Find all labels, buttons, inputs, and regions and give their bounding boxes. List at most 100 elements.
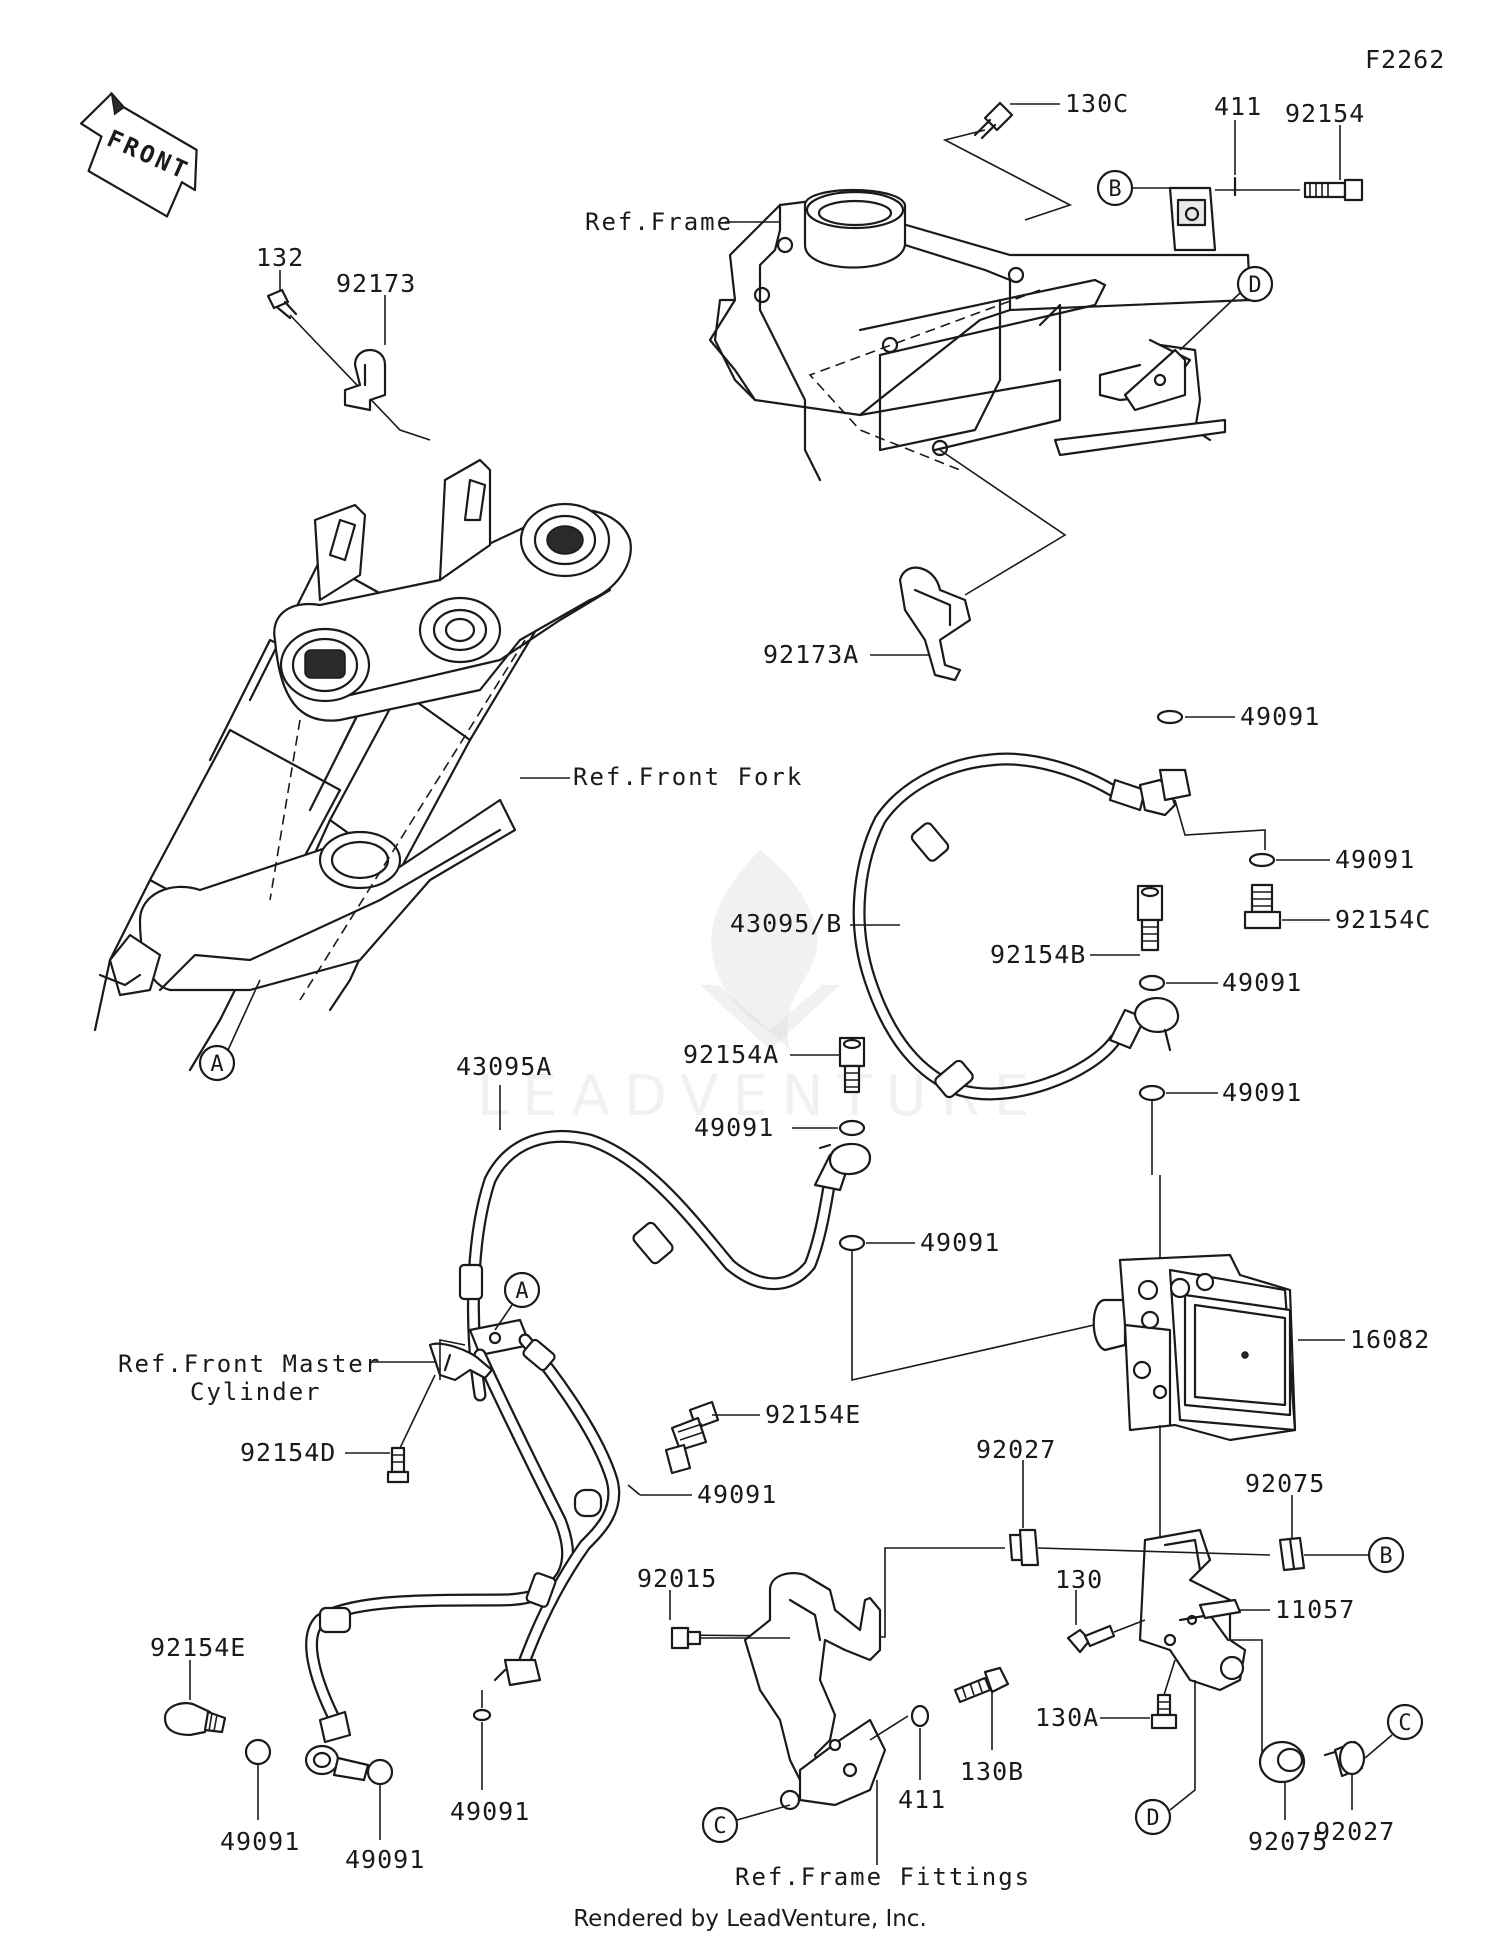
leader-92154D-to-clip — [399, 1374, 436, 1449]
collar-92027-upper — [1008, 1528, 1040, 1567]
leader-92027-bracket — [1037, 1547, 1271, 1556]
washer-49091-1 — [1156, 709, 1184, 725]
leader-bracket-to-92075 — [1230, 1639, 1263, 1755]
bolt-130C — [973, 101, 1014, 140]
callout-c-fittings: C — [713, 1814, 726, 1839]
label-11057: 11057 — [1275, 1595, 1355, 1624]
label-411-bottom: 411 — [898, 1785, 946, 1814]
label-49091-9: 49091 — [220, 1827, 300, 1856]
label-49091-5: 49091 — [694, 1113, 774, 1142]
label-92015: 92015 — [637, 1564, 717, 1593]
leader-a-hose — [494, 1304, 513, 1331]
callout-c-right: C — [1398, 1711, 1411, 1736]
washer-411-bottom — [910, 1704, 930, 1728]
callout-circle-d-bracket — [1134, 1798, 1172, 1836]
leader-132-to-clamp — [289, 314, 431, 441]
callout-circle-b-bracket — [1367, 1536, 1405, 1574]
leader-c-fittings — [736, 1804, 791, 1821]
label-411-top: 411 — [1214, 92, 1262, 121]
front-fork-assembly — [93, 458, 632, 1072]
label-43095B: 43095/B — [730, 909, 842, 938]
label-92027-upper: 92027 — [976, 1435, 1056, 1464]
label-92173: 92173 — [336, 269, 416, 298]
label-49091-3: 49091 — [1222, 968, 1302, 997]
clamp-92173A — [898, 566, 972, 682]
callout-circle-a-hose — [503, 1271, 541, 1309]
label-92154: 92154 — [1285, 99, 1365, 128]
washer-49091-4 — [1138, 1084, 1166, 1102]
grommet-92075-lower — [1258, 1740, 1306, 1784]
hose-43095B — [852, 752, 1192, 1101]
bolt-130 — [1066, 1624, 1116, 1654]
leader-92173A-to-frame — [939, 449, 1067, 596]
label-92154D: 92154D — [240, 1438, 336, 1467]
leader-49091-6-to-abs — [851, 1175, 1161, 1382]
bolt-92015 — [670, 1626, 702, 1650]
collar-92027-lower — [1323, 1740, 1366, 1778]
label-49091-2: 49091 — [1335, 845, 1415, 874]
leader-d-frame — [1179, 292, 1241, 351]
washer-49091-9 — [244, 1738, 272, 1766]
callout-d-bracket: D — [1146, 1806, 1159, 1831]
label-49091-6: 49091 — [920, 1228, 1000, 1257]
label-92027-lower: 92027 — [1315, 1817, 1395, 1846]
bolt-92154C — [1243, 883, 1282, 930]
callout-circle-c-right — [1386, 1703, 1424, 1741]
ref-frame-label: Ref.Frame — [585, 208, 733, 236]
label-92154A: 92154A — [683, 1040, 779, 1069]
label-49091-4: 49091 — [1222, 1078, 1302, 1107]
grommet-92075-upper — [1278, 1536, 1306, 1572]
washer-49091-7-icon — [627, 1484, 641, 1496]
abs-unit-16082 — [1092, 1253, 1297, 1442]
callout-circle-a-fork — [198, 1044, 236, 1082]
callout-b-bracket: B — [1379, 1544, 1392, 1569]
callout-circle-c-fittings — [701, 1806, 739, 1844]
master-cylinder-bracket — [428, 1342, 494, 1382]
footer-credit: Rendered by LeadVenture, Inc. — [573, 1906, 927, 1932]
label-130: 130 — [1055, 1565, 1103, 1594]
leader-411-to-bracket — [869, 1715, 909, 1741]
label-49091-1: 49091 — [1240, 702, 1320, 731]
bolt-92154B — [1136, 884, 1164, 952]
bolt-130A — [1150, 1693, 1178, 1730]
bleeder-92154E-left — [163, 1701, 227, 1737]
leader-49091-hose-top — [1174, 799, 1266, 850]
label-16082: 16082 — [1350, 1325, 1430, 1354]
washer-49091-5 — [838, 1119, 866, 1137]
callout-b-frame: B — [1108, 177, 1121, 202]
front-arrow-icon: FRONT — [80, 91, 198, 218]
ref-front-master-cylinder-line1: Ref.Front Master — [118, 1350, 381, 1378]
label-130A: 130A — [1035, 1703, 1099, 1732]
label-130C: 130C — [1065, 89, 1129, 118]
label-130B: 130B — [960, 1757, 1024, 1786]
label-132: 132 — [256, 243, 304, 272]
ref-front-fork-label: Ref.Front Fork — [573, 763, 803, 791]
callout-a-hose: A — [515, 1279, 528, 1304]
callout-d-frame: D — [1248, 273, 1261, 298]
leader-130C-to-frame — [942, 129, 1073, 221]
bolt-92154 — [1303, 178, 1364, 202]
label-92075-upper: 92075 — [1245, 1469, 1325, 1498]
bolt-92154D — [386, 1446, 410, 1484]
washer-49091-3 — [1138, 974, 1166, 992]
washer-49091-6 — [838, 1234, 866, 1252]
frame-assembly — [708, 186, 1252, 482]
bolt-92154A — [838, 1036, 866, 1094]
label-92173A: 92173A — [763, 640, 859, 669]
hose-front-caliper-left — [304, 1348, 574, 1782]
label-43095A: 43095A — [456, 1052, 552, 1081]
watermark-flame-icon — [711, 850, 818, 1050]
leader-a-fork — [227, 979, 261, 1051]
abs-bracket-11057 — [1138, 1528, 1247, 1692]
ref-frame-fittings-label: Ref.Frame Fittings — [735, 1863, 1031, 1891]
label-92154E-right: 92154E — [765, 1400, 861, 1429]
leader-d-bracket — [1169, 1680, 1196, 1811]
clamp-92173 — [343, 349, 387, 412]
washer-49091-10 — [366, 1758, 394, 1786]
callout-a-fork: A — [210, 1052, 223, 1077]
hose-front-caliper-right — [493, 1333, 621, 1687]
leader-c-right — [1364, 1734, 1393, 1759]
figure-code: F2262 — [1365, 45, 1445, 74]
label-49091-10: 49091 — [345, 1845, 425, 1874]
